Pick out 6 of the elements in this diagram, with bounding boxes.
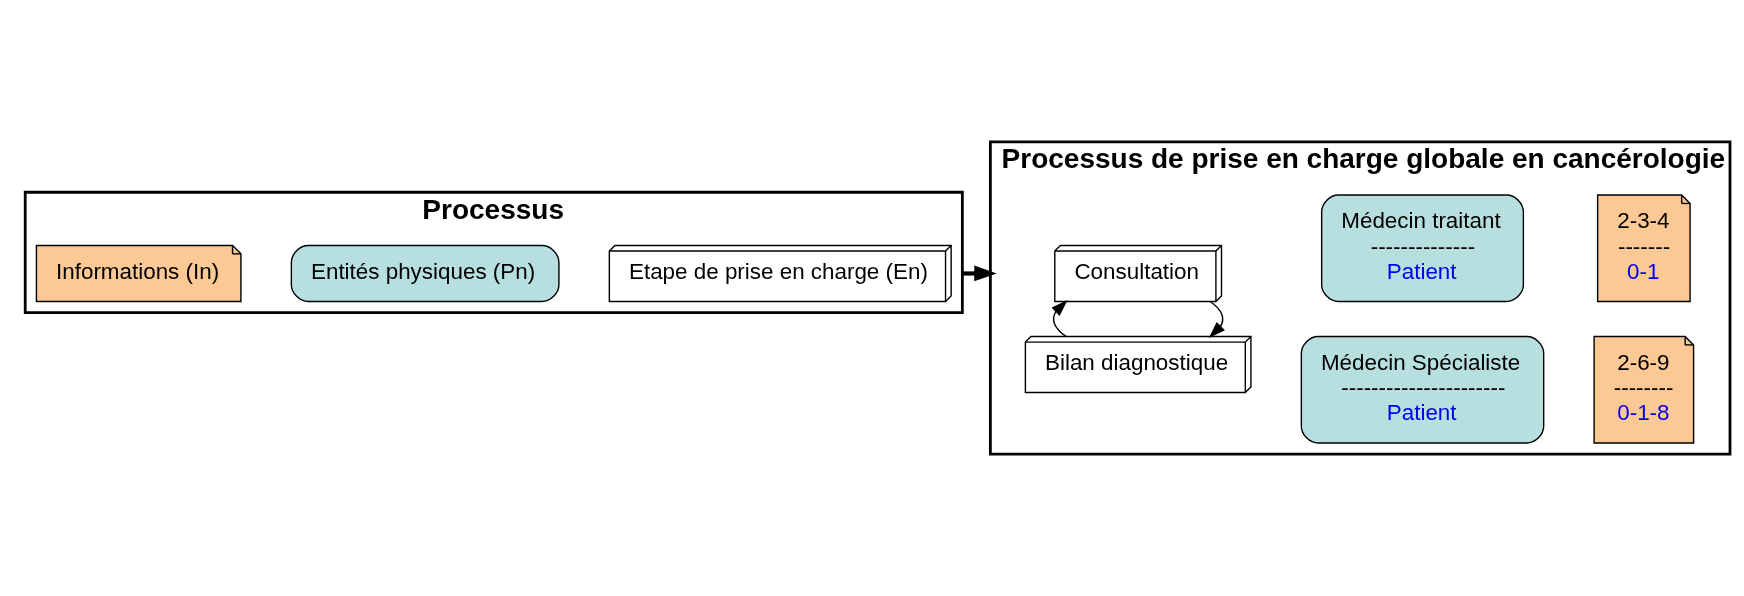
arrow: [1051, 300, 1068, 338]
node-box: Entités physiques (Pn): [290, 244, 560, 303]
arrow: [962, 265, 997, 282]
node-box: Médecin traitant -------------- Patient: [1320, 194, 1525, 303]
node-box: Médecin Spécialiste ---------------------- Patient: [1300, 335, 1545, 444]
arrow: [1208, 300, 1225, 338]
